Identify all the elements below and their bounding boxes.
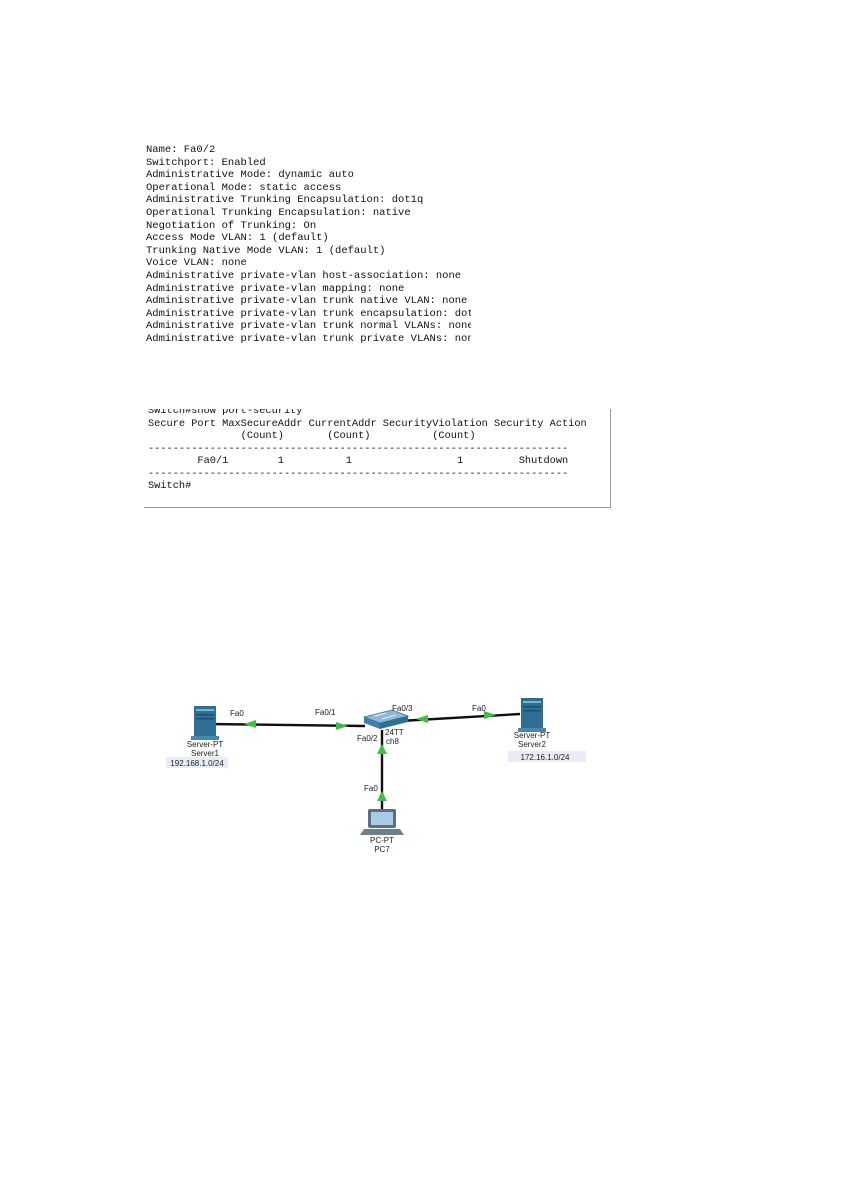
interface-output-line: Administrative private-vlan trunk encaps…	[146, 307, 471, 320]
port-security-line: Fa0/1 1 1 1 Shutdown	[148, 455, 569, 467]
interface-output-line: Negotiation of Trunking: On	[146, 219, 317, 232]
interface-output-line: Name: Fa0/2	[146, 144, 216, 156]
pc-type-label: PC-PT	[370, 836, 394, 845]
interface-output-line: Administrative private-vlan host-associa…	[146, 269, 462, 282]
port-security-line: Switch#	[148, 480, 192, 492]
switch-port-fa0-1-label: Fa0/1	[315, 708, 336, 717]
network-topology-diagram: Fa0 Fa0/1 Fa0/3 Fa0 Fa0/2 Fa0 24TT ch8 S…	[166, 698, 586, 854]
server2-type-label: Server-PT	[514, 731, 551, 740]
port-security-line: ----------------------------------------…	[148, 442, 569, 455]
switch-port-fa0-3-label: Fa0/3	[392, 704, 413, 713]
server1-icon	[191, 706, 219, 740]
server1-network-badge	[166, 757, 228, 768]
pc-name-label: PC7	[374, 845, 390, 854]
server2-name-label: Server2	[518, 740, 547, 749]
server1-type-label: Server-PT	[187, 740, 224, 749]
link-indicator-server2-fa0	[484, 711, 496, 719]
interface-output-line: Administrative private-vlan mapping: non…	[146, 282, 405, 295]
link-switch-server2	[399, 712, 521, 723]
interface-output-line: Administrative private-vlan trunk native…	[146, 295, 468, 308]
port-security-line: ----------------------------------------…	[148, 467, 569, 480]
link-indicator-switch-fa0-3	[416, 715, 428, 723]
server2-port-label: Fa0	[472, 704, 486, 713]
link-indicator-switch-fa0-1	[336, 722, 348, 730]
server2-icon	[518, 698, 546, 732]
link-indicator-server1-fa0	[244, 720, 256, 728]
link-indicator-pc-fa0	[377, 791, 387, 801]
server1-name-label: Server1	[191, 749, 220, 758]
server2-network-label: 172.16.1.0/24	[521, 753, 570, 762]
interface-output-line: Administrative Mode: dynamic auto	[146, 169, 354, 182]
port-security-line: (Count) (Count) (Count)	[148, 430, 476, 442]
server2-network-badge	[508, 751, 586, 762]
port-security-line: Secure Port MaxSecureAddr CurrentAddr Se…	[148, 417, 587, 430]
interface-output-line: Operational Trunking Encapsulation: nati…	[146, 206, 411, 219]
interface-output-line: Administrative private-vlan trunk normal…	[146, 320, 471, 333]
interface-output-line: Switchport: Enabled	[146, 156, 266, 169]
link-indicator-switch-fa0-2	[377, 744, 387, 754]
interface-output-line: Trunking Native Mode VLAN: 1 (default)	[146, 244, 386, 257]
switch-icon	[362, 709, 410, 729]
interface-output-line: Administrative private-vlan trunk privat…	[146, 332, 471, 345]
server1-port-label: Fa0	[230, 709, 244, 718]
interface-output-line: Operational Mode: static access	[146, 181, 342, 194]
switch-name-label: ch8	[386, 737, 399, 746]
switch-model-label: 24TT	[385, 728, 404, 737]
interface-output-line: Voice VLAN: none	[146, 257, 247, 270]
interface-output-line: Administrative Trunking Encapsulation: d…	[146, 194, 424, 207]
interface-output-line: Access Mode VLAN: 1 (default)	[146, 232, 329, 245]
pc-port-label: Fa0	[364, 784, 378, 793]
port-security-line: Switch#show port-security	[148, 409, 303, 417]
server1-network-label: 192.168.1.0/24	[170, 759, 224, 768]
pc-icon	[360, 809, 404, 835]
switch-port-fa0-2-label: Fa0/2	[357, 734, 378, 743]
